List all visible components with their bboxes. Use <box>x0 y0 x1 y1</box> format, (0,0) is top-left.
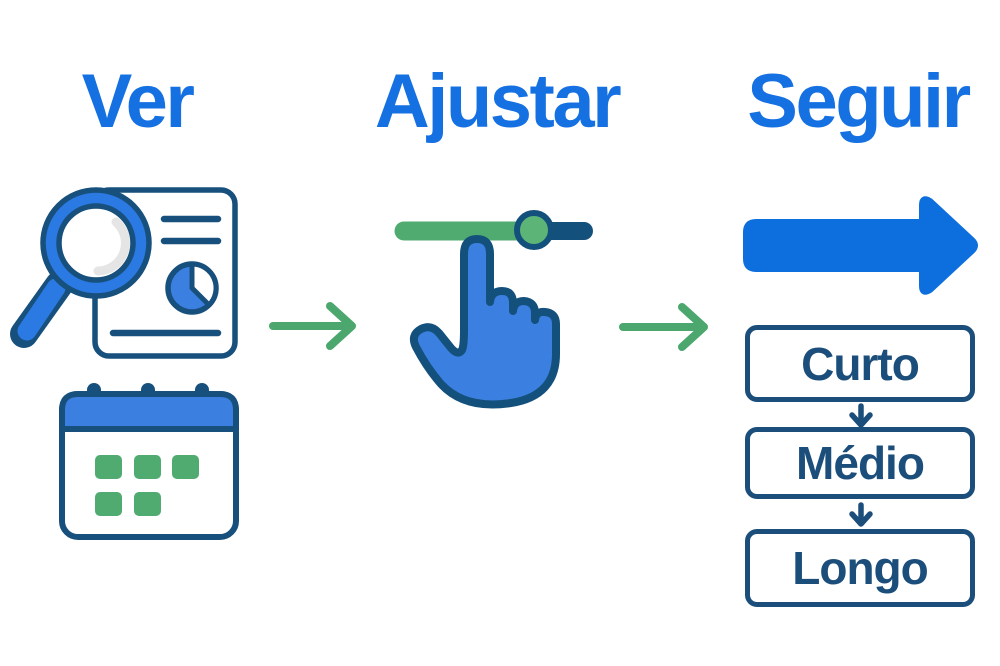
calendar-icon <box>59 383 239 540</box>
arrow-down-icon <box>849 403 873 428</box>
slider-knob <box>514 210 554 250</box>
arrow-right-icon <box>269 302 356 350</box>
slider-icon <box>394 210 593 250</box>
column-heading-ajustar: Ajustar <box>374 59 622 144</box>
step-box-longo: Longo <box>745 529 975 607</box>
step-box-curto: Curto <box>745 325 975 402</box>
magnifying-glass-icon <box>10 187 152 348</box>
pointing-hand-icon <box>409 235 560 409</box>
arrow-down-icon <box>849 502 873 527</box>
column-heading-ver: Ver <box>81 59 195 144</box>
step-box-medio: Médio <box>745 427 975 499</box>
column-heading-seguir: Seguir <box>747 59 971 144</box>
arrow-right-icon <box>619 303 708 351</box>
big-arrow-right-icon <box>743 196 978 295</box>
pie-chart-icon <box>165 261 219 315</box>
